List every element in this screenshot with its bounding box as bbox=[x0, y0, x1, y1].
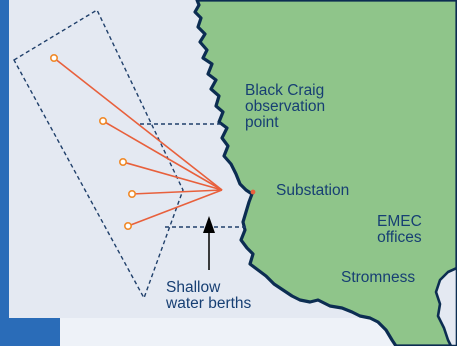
label-black-craig-line-3: point bbox=[245, 114, 279, 131]
turbines bbox=[49, 53, 137, 231]
turbine-marker bbox=[49, 53, 58, 62]
land-mass bbox=[193, 0, 457, 346]
arrow-head bbox=[203, 216, 215, 233]
label-stromness: Stromness bbox=[341, 269, 416, 286]
cables bbox=[53, 57, 223, 227]
turbine-marker bbox=[119, 158, 128, 167]
turbine-marker bbox=[99, 117, 108, 126]
stromness-inlet bbox=[434, 266, 457, 346]
turbine-marker bbox=[124, 222, 133, 231]
label-shallow-line-1: Shallow bbox=[166, 279, 221, 296]
label-shallow-line-2: water berths bbox=[166, 295, 252, 312]
cable-5 bbox=[127, 189, 223, 227]
substation-marker bbox=[250, 189, 256, 195]
test-site-boundary bbox=[13, 9, 184, 300]
label-emec-line-1: EMEC bbox=[377, 213, 422, 230]
frame-edge-left bbox=[0, 0, 9, 346]
label-black-craig: Black Craig observation point bbox=[245, 83, 325, 131]
cable-1 bbox=[53, 57, 223, 191]
label-emec-offices: EMEC offices bbox=[377, 214, 422, 246]
cable-4 bbox=[131, 189, 223, 195]
label-black-craig-line-2: observation bbox=[245, 98, 326, 115]
turbine-marker bbox=[128, 190, 137, 199]
label-black-craig-line-1: Black Craig bbox=[245, 82, 325, 99]
shallow-berths-arrow bbox=[203, 216, 215, 270]
cable-2 bbox=[102, 120, 223, 191]
label-emec-line-2: offices bbox=[377, 229, 422, 246]
label-shallow-water-berths: Shallow water berths bbox=[166, 280, 251, 312]
cable-3 bbox=[122, 161, 223, 191]
frame-edge-bottom-left bbox=[0, 318, 60, 346]
label-substation: Substation bbox=[276, 182, 350, 199]
